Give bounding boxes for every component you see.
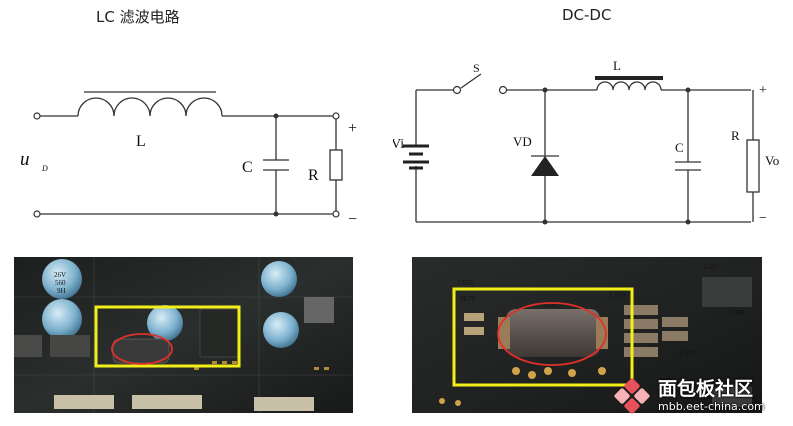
- left-title: LC 滤波电路: [96, 8, 180, 26]
- right-plus-sign: +: [759, 83, 767, 98]
- left-capacitor-label: C: [242, 159, 253, 176]
- right-board-graphic: C676 C578 C607 C570 FB6 PL70 L26: [412, 257, 762, 413]
- right-resistor-label: R: [731, 128, 740, 143]
- right-highlight-circle: [497, 302, 607, 366]
- watermark: 面包板社区 mbb.eet-china.com: [610, 370, 790, 424]
- silk-label-1: C676: [458, 279, 474, 287]
- left-resistor-label: R: [308, 167, 319, 184]
- left-plus-sign: +: [348, 120, 357, 137]
- right-title: DC-DC: [562, 6, 612, 24]
- watermark-logo-icon: [614, 378, 650, 414]
- watermark-brand: 面包板社区: [658, 378, 754, 400]
- silk-label-3: C607: [704, 263, 720, 271]
- silk-label-4: C570: [680, 349, 696, 357]
- left-input-subscript: D: [41, 164, 48, 173]
- left-highlight-box: [94, 305, 241, 368]
- output-label: Vo: [765, 153, 779, 168]
- lc-filter-diagram: L C R u D + −: [20, 91, 357, 228]
- switch-label: S: [473, 61, 480, 75]
- silk-label-6: PL70: [460, 295, 476, 303]
- watermark-url: mbb.eet-china.com: [658, 400, 765, 413]
- cap-marking-2: 560: [55, 279, 66, 287]
- right-inductor-label: L: [613, 58, 621, 73]
- right-capacitor-label: C: [675, 140, 684, 155]
- source-label: Vi: [393, 137, 404, 152]
- left-board-photo: 26V 560 9H: [14, 257, 353, 413]
- right-highlight-box: [452, 287, 634, 387]
- inductor-marking: L26: [544, 301, 556, 309]
- left-input-label: u: [20, 149, 30, 170]
- dcdc-diagram: S L Vi VD C R Vo + −: [393, 58, 779, 226]
- left-inductor-label: L: [136, 133, 146, 150]
- right-board-photo: C676 C578 C607 C570 FB6 PL70 L26: [412, 257, 762, 413]
- left-highlight-circle: [111, 333, 173, 365]
- silk-label-5: FB6: [732, 309, 745, 317]
- silk-label-2: C578: [610, 291, 626, 299]
- left-minus-sign: −: [348, 211, 357, 228]
- cap-marking-1: 26V: [54, 271, 66, 279]
- right-minus-sign: −: [759, 211, 767, 226]
- left-board-graphic: 26V 560 9H: [14, 257, 353, 413]
- cap-marking-3: 9H: [57, 287, 66, 295]
- diode-label: VD: [513, 134, 532, 149]
